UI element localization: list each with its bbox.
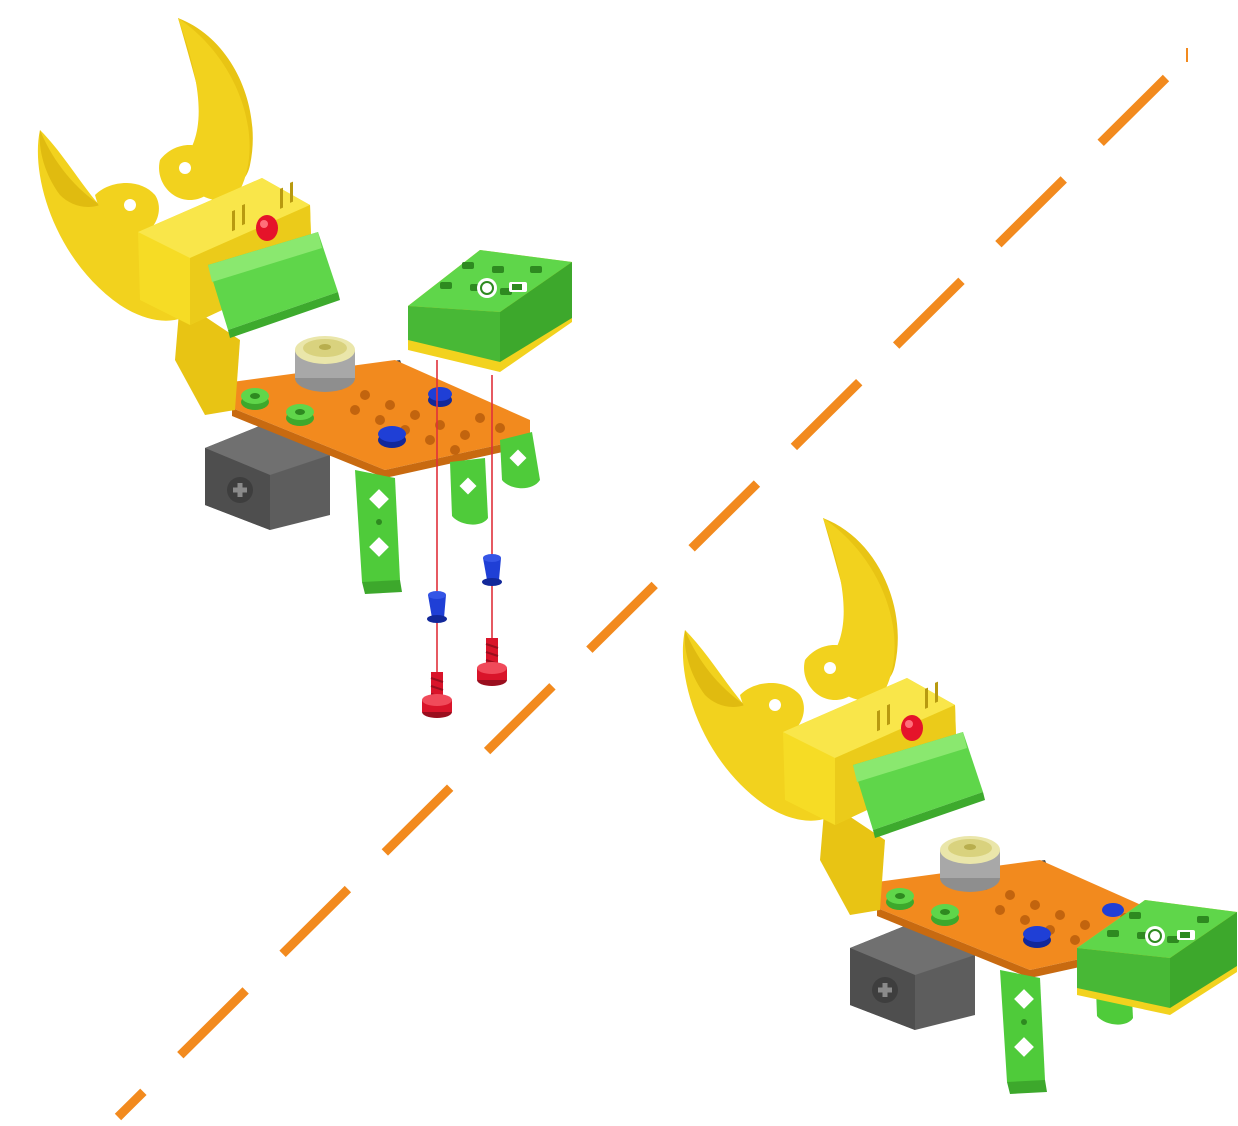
divider-line: [114, 48, 1188, 1121]
claw-assembly-assembled: [682, 518, 985, 915]
exploded-view: [37, 18, 572, 718]
battery-icon: [1145, 926, 1195, 946]
battery-module-assembled: [1077, 900, 1237, 1015]
nut-icon: [427, 591, 447, 623]
battery-icon: [477, 278, 527, 298]
claw-assembly-exploded: [37, 18, 341, 415]
screw-icon: [477, 638, 507, 686]
screw-icon: [422, 672, 452, 718]
assembled-view: [682, 518, 1237, 1094]
battery-module-exploded: [408, 250, 572, 372]
nut-icon: [428, 387, 452, 407]
guide-lines: [436, 360, 493, 690]
nut-icon: [482, 554, 502, 586]
